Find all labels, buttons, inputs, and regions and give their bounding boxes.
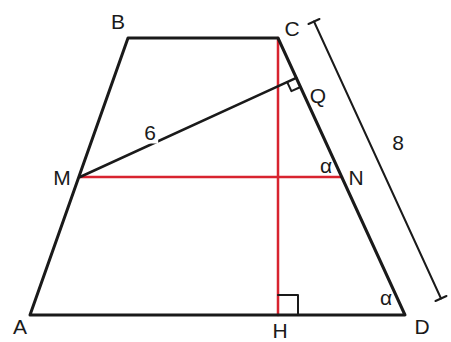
height-ch — [277, 38, 280, 315]
point-label: N — [346, 166, 365, 189]
point-label: B — [109, 10, 127, 33]
dimension-label: 8 — [390, 131, 406, 154]
right-angle-mark — [287, 82, 300, 91]
point-label: D — [412, 315, 431, 338]
point-label: C — [282, 17, 301, 40]
angle-label: α — [378, 286, 394, 309]
point-label: Q — [308, 84, 328, 107]
dimension-tick — [436, 296, 447, 301]
point-label: A — [11, 315, 29, 338]
dimension-tick — [309, 19, 320, 24]
dimension-line — [314, 22, 441, 299]
trapezoid-outline — [30, 38, 405, 315]
point-label: H — [270, 319, 289, 342]
midline-mn — [80, 176, 342, 179]
segment-mq — [80, 78, 296, 177]
dimension-label: 6 — [142, 121, 158, 144]
angle-label: α — [318, 154, 334, 177]
right-angle-mark — [278, 295, 298, 315]
point-label: M — [51, 166, 73, 189]
